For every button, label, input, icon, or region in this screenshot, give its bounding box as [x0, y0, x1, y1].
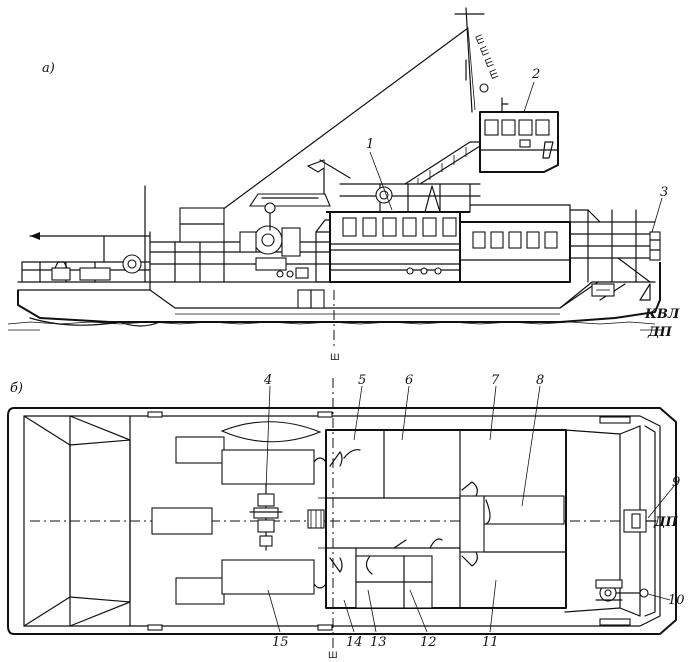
section-mark-bottom: Ш	[328, 651, 338, 661]
main-deck	[149, 159, 351, 309]
side-view-label: а)	[42, 61, 55, 76]
label-6: 6	[405, 373, 413, 388]
bow-railing	[21, 185, 151, 283]
mark-dp-side: ДП	[647, 325, 673, 340]
stay-rope	[221, 27, 469, 211]
mark-kvl: КВЛ	[644, 307, 680, 322]
label-9: 9	[672, 475, 680, 490]
hull-plan	[7, 407, 677, 635]
label-1: 1	[366, 137, 374, 152]
label-8: 8	[536, 373, 544, 388]
label-11: 11	[482, 635, 499, 650]
car-deck	[151, 421, 325, 605]
label-15: 15	[272, 635, 289, 650]
side-view: а)	[7, 7, 680, 363]
mast-markings: Ш Ш Ш Ш	[472, 33, 499, 80]
label-14: 14	[346, 635, 363, 650]
mark-dp-plan: ДП	[653, 515, 679, 530]
label-2: 2	[531, 67, 540, 82]
deckhouse-windows	[342, 217, 457, 237]
label-10: 10	[668, 593, 685, 608]
label-7: 7	[491, 373, 500, 388]
label-5: 5	[358, 373, 366, 388]
stern-equipment	[595, 509, 657, 602]
rooms	[313, 429, 567, 609]
label-13: 13	[370, 635, 387, 650]
label-4: 4	[263, 373, 272, 388]
label-12: 12	[420, 635, 437, 650]
plan-view: б)	[7, 373, 685, 661]
waterline	[7, 321, 662, 331]
section-mark-top: Ш	[330, 353, 340, 363]
plan-view-label: б)	[10, 381, 23, 396]
superstructure: Ш Ш Ш Ш	[315, 7, 661, 283]
plan-leaders	[265, 385, 675, 633]
label-3: 3	[660, 185, 668, 200]
hull-side	[17, 262, 661, 327]
